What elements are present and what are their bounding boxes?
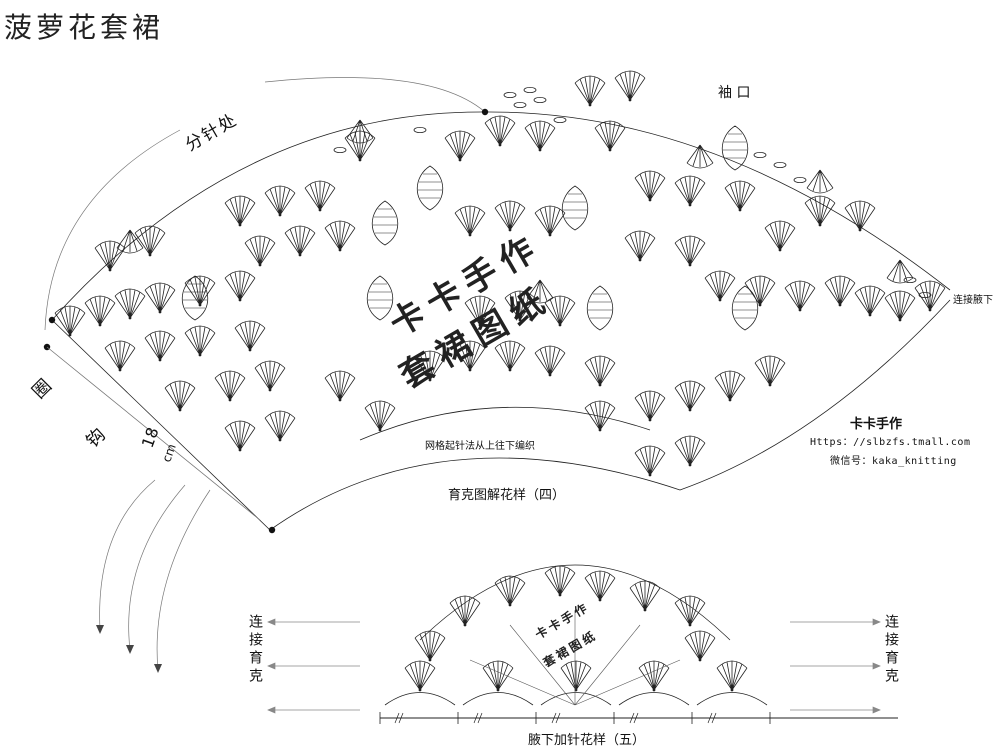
connect-underarm-label: 连接腋下	[953, 295, 993, 306]
sleeve-label: 袖 口	[718, 85, 751, 101]
yoke-caption: 育克图解花样（四）	[448, 488, 566, 503]
underarm-caption: 腋下加针花样（五）	[528, 733, 646, 748]
brand-url: Https：//slbzfs.tmall.com	[810, 437, 971, 448]
brand-wechat: 微信号：kaka_knitting	[830, 456, 957, 467]
grid-note-label: 网格起针法从上往下编织	[425, 441, 535, 452]
construction-arcs	[44, 77, 486, 671]
connect-yoke-left: 连接育克	[247, 614, 263, 686]
brand-name: 卡卡手作	[850, 417, 903, 432]
diagram-title: 菠萝花套裙	[4, 11, 165, 44]
yoke-chain-arcs	[333, 87, 932, 299]
underarm-chart	[379, 564, 898, 724]
connect-yoke-right: 连接育克	[883, 614, 899, 686]
marker-dots	[43, 108, 489, 534]
arrow-heads	[96, 625, 162, 673]
connect-lines	[267, 618, 881, 714]
